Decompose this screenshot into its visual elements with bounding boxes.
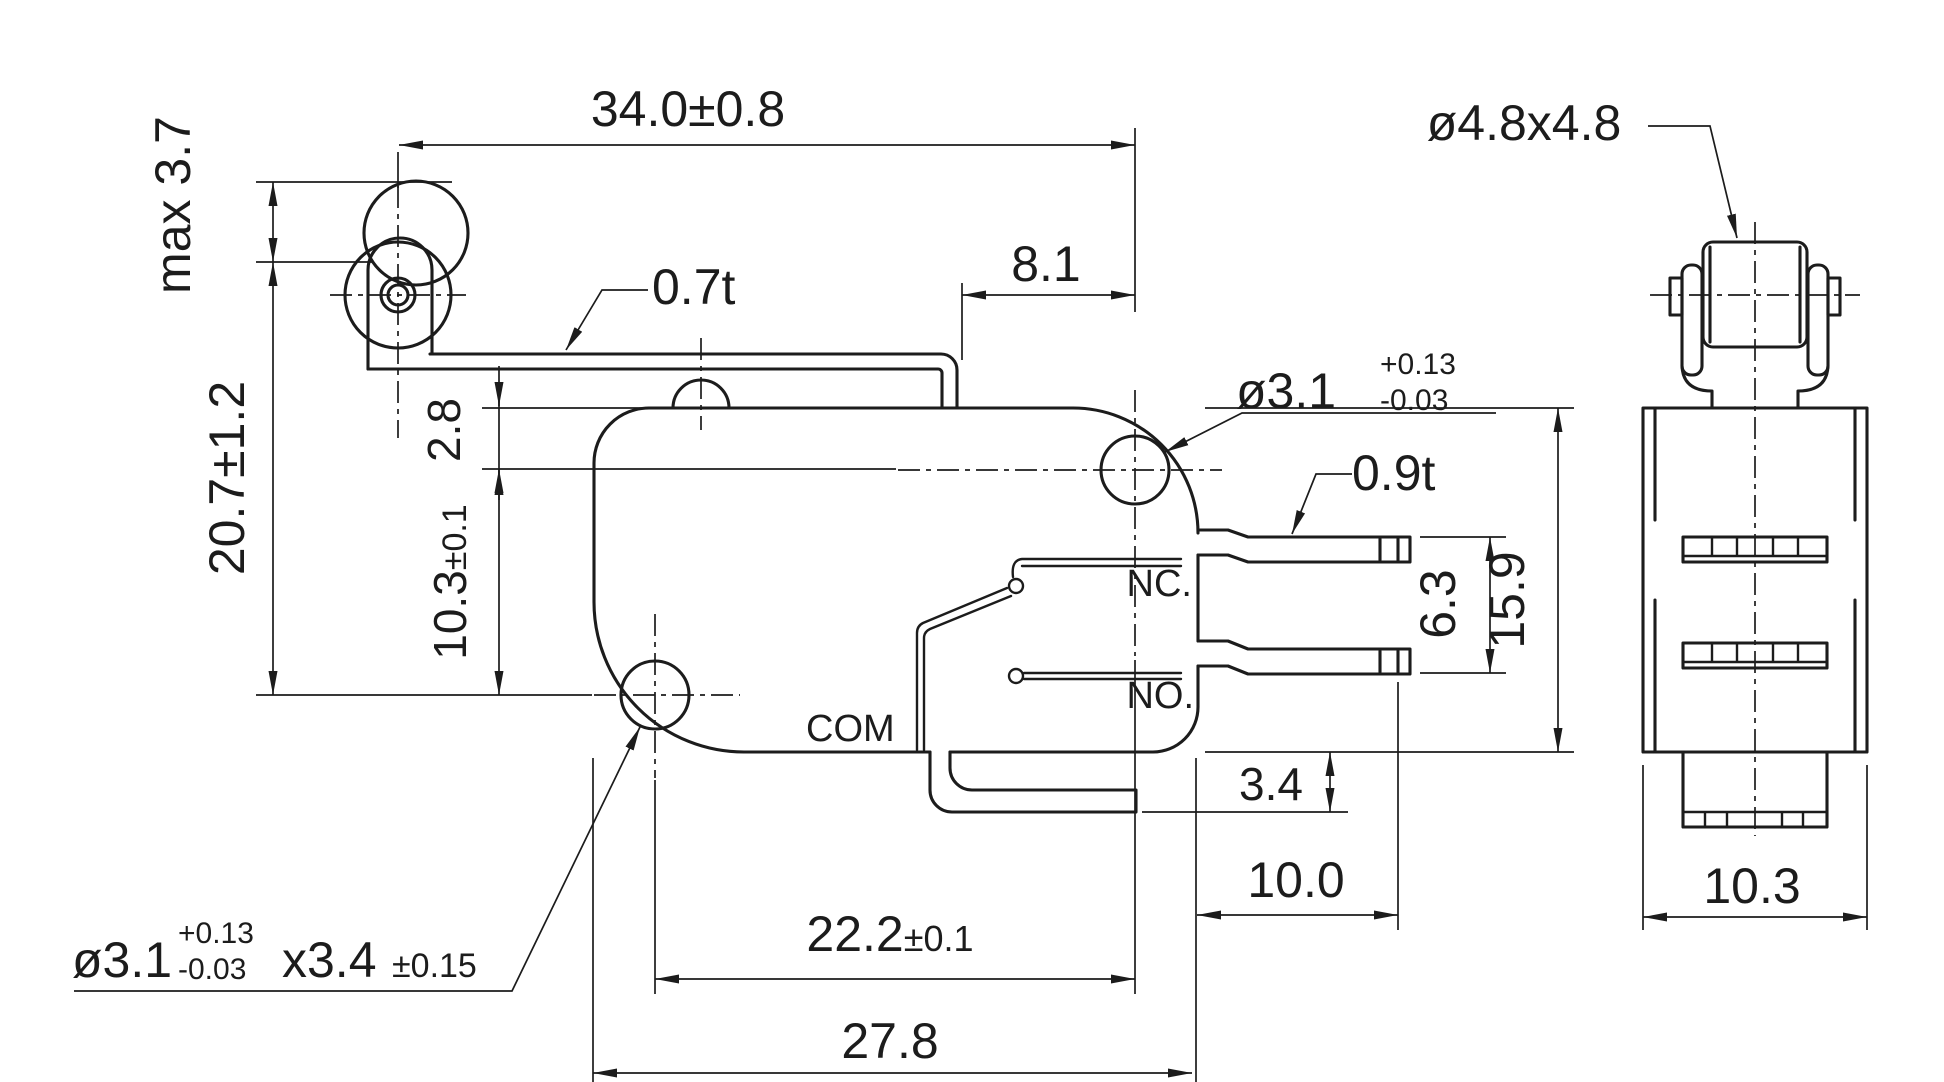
dim-hole-pitch-vertical: 10.3±0.1 bbox=[424, 504, 476, 659]
dim-mount-hole-top-tol-minus: -0.03 bbox=[1380, 384, 1448, 417]
leader-hole-bottom bbox=[74, 726, 641, 992]
dim-mount-hole-bottom-depth-tol: ±0.15 bbox=[392, 947, 477, 985]
side-fork-yoke bbox=[1680, 364, 1830, 410]
lever-arm bbox=[366, 352, 959, 409]
switch-body-outline bbox=[592, 406, 1200, 754]
internal-contact-mechanism bbox=[915, 557, 1183, 752]
terminal-nc-blade bbox=[1196, 528, 1412, 564]
dim-hole-pitch-horizontal: 22.2±0.1 bbox=[806, 906, 973, 962]
terminal-com-blade bbox=[928, 750, 1138, 814]
terminal-nc-label: NC. bbox=[1127, 563, 1192, 605]
dim-terminal-length: 10.0 bbox=[1247, 852, 1344, 908]
side-view bbox=[1641, 240, 1869, 829]
terminal-no-blade bbox=[1196, 639, 1412, 676]
dim-pretravel: max 3.7 bbox=[145, 116, 201, 294]
terminal-com-label: COM bbox=[806, 708, 895, 750]
extension-lines bbox=[256, 128, 1868, 1082]
roller-free-position-circle bbox=[362, 179, 470, 287]
leader-terminal-thickness bbox=[1291, 473, 1352, 535]
dim-mount-hole-bottom-tol-minus: -0.03 bbox=[178, 953, 246, 986]
dim-roller-size: ø4.8x4.8 bbox=[1427, 95, 1622, 151]
dim-body-height: 15.9 bbox=[1479, 551, 1535, 648]
dim-mount-hole-top-dia: ø3.1 bbox=[1236, 363, 1336, 419]
terminal-no-label: NO. bbox=[1126, 675, 1194, 717]
dim-terminal-thickness: 0.9t bbox=[1352, 445, 1436, 501]
dim-terminal-span: 6.3 bbox=[1410, 569, 1466, 639]
side-fork-arm-left bbox=[1680, 263, 1704, 377]
leader-lever-thickness bbox=[565, 289, 648, 351]
side-fork-arm-right bbox=[1806, 263, 1830, 377]
dimension-labels: 34.0±0.8 max 3.7 0.7t 8.1 ø3.1 +0.13 -0.… bbox=[72, 81, 1801, 1069]
dim-free-position-height: 20.7±1.2 bbox=[199, 381, 255, 575]
dim-lever-length: 34.0±0.8 bbox=[591, 81, 785, 137]
dimension-lines bbox=[74, 125, 1867, 1078]
dim-hole-top-offset: 2.8 bbox=[418, 398, 470, 462]
side-axle-pin-right bbox=[1826, 276, 1842, 317]
leader-roller-size bbox=[1648, 125, 1738, 239]
dim-lever-thickness: 0.7t bbox=[652, 259, 736, 315]
dim-mount-hole-bottom-depth: x3.4 bbox=[282, 932, 377, 988]
side-axle-pin-left bbox=[1668, 276, 1684, 317]
dim-mount-hole-bottom-dia: ø3.1 bbox=[72, 932, 172, 988]
dim-mount-hole-bottom-tol-plus: +0.13 bbox=[178, 917, 254, 950]
dim-com-terminal-drop: 3.4 bbox=[1239, 758, 1303, 810]
centerlines bbox=[330, 186, 1860, 836]
leader-hole-top bbox=[1164, 412, 1496, 453]
dim-mount-hole-top-tol-plus: +0.13 bbox=[1380, 348, 1456, 381]
side-body-ribs bbox=[1653, 406, 1857, 754]
dim-roller-overhang: 8.1 bbox=[1011, 236, 1081, 292]
dim-body-width: 27.8 bbox=[841, 1013, 938, 1069]
dim-side-body-depth: 10.3 bbox=[1703, 858, 1800, 914]
